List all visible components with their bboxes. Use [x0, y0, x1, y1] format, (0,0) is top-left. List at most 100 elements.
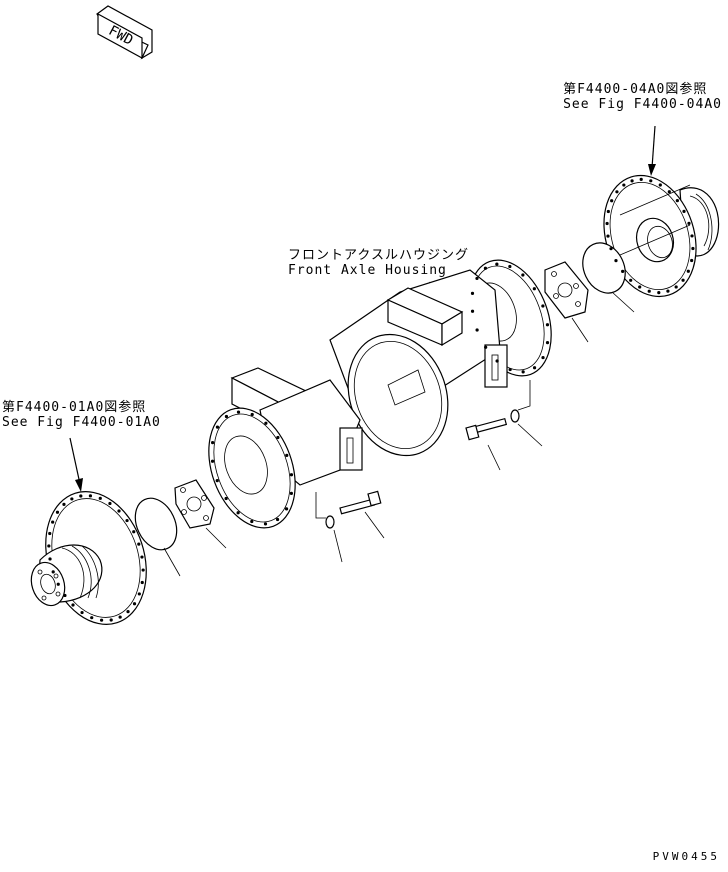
bolt-hole: [675, 199, 679, 203]
left-gasket-leader: [205, 527, 227, 549]
bolt-hole: [609, 247, 613, 251]
bolt-hole: [117, 509, 121, 513]
ref-left-en: See Fig F4400-01A0: [2, 415, 161, 430]
bolt-hole: [691, 246, 695, 251]
bolt-hole: [521, 273, 525, 277]
bolt-hole: [508, 367, 512, 372]
bolt-hole: [690, 234, 694, 238]
bolt-hole: [690, 258, 694, 263]
bolt-hole: [629, 278, 633, 282]
bolt-hole: [126, 609, 130, 614]
bolt-hole: [667, 190, 671, 194]
right-hub: [603, 174, 720, 298]
bolt-hole: [470, 291, 475, 295]
ref-right-label: 第F4400-04A0図参照 See Fig F4400-04A0: [563, 82, 722, 112]
bolt-hole: [621, 269, 625, 273]
right-o-ring-leader: [611, 291, 635, 313]
bolt-hole: [90, 616, 94, 620]
bolt-hole: [508, 264, 512, 269]
housing-en: Front Axle Housing: [288, 263, 447, 278]
fwd-arrow-icon: FWD: [96, 5, 153, 60]
ref-right-leader: [651, 125, 656, 169]
bolt-hole: [681, 278, 685, 282]
bolt-hole: [108, 501, 112, 506]
bolt-hole: [79, 494, 83, 498]
bolt-hole: [62, 502, 66, 507]
bolt-hole: [610, 199, 614, 203]
ref-left-jp: 第F4400-01A0図参照: [2, 400, 147, 415]
left-washer-guide: [315, 492, 326, 519]
bolt-hole: [63, 593, 67, 598]
bolt-hole: [686, 269, 690, 273]
bolt-hole: [470, 309, 475, 313]
bolt-hole: [47, 544, 51, 548]
ref-right-jp: 第F4400-04A0図参照: [563, 82, 708, 97]
bolt-hole: [687, 221, 691, 225]
bolt-hole: [639, 177, 643, 182]
bolt-hole: [51, 570, 55, 574]
bolt-hole: [51, 520, 55, 524]
ref-right-en: See Fig F4400-04A0: [563, 97, 722, 112]
right-washer-guide: [517, 380, 531, 411]
left-bolt: [339, 490, 382, 515]
bolt-hole: [211, 441, 215, 445]
right-gasket: [544, 261, 589, 319]
bolt-hole: [88, 494, 93, 498]
axle-housing: [208, 259, 552, 529]
bolt-hole: [140, 580, 144, 585]
bolt-hole: [657, 290, 661, 295]
bolt-hole: [71, 603, 75, 607]
left-o-ring-leader: [163, 547, 181, 577]
right-washer-leader: [517, 423, 543, 447]
left-washer: [325, 515, 335, 529]
bolt-hole: [80, 610, 84, 615]
bolt-hole: [541, 355, 545, 360]
bolt-hole: [132, 530, 136, 534]
bolt-hole: [521, 370, 525, 374]
bolt-hole: [263, 522, 268, 526]
bolt-hole: [674, 285, 678, 289]
bolt-hole: [125, 518, 129, 523]
bolt-hole: [545, 341, 550, 345]
bolt-hole: [275, 517, 280, 522]
bolt-hole: [55, 510, 60, 514]
housing-jp: フロントアクスルハウジング: [288, 248, 469, 263]
bolt-hole: [484, 345, 488, 349]
bolt-hole: [48, 531, 52, 536]
bolt-hole: [605, 221, 609, 226]
left-washer-leader: [333, 529, 343, 563]
bolt-hole: [475, 328, 479, 332]
left-o-ring: [134, 497, 178, 551]
bolt-hole: [614, 259, 618, 263]
bolt-hole: [224, 414, 229, 419]
bolt-hole: [285, 453, 289, 457]
bolt-hole: [137, 542, 141, 546]
left-gasket: [174, 479, 215, 529]
bolt-hole: [215, 479, 219, 483]
flange-bolt-holes: [47, 177, 695, 622]
right-o-ring: [582, 242, 626, 294]
bolt-hole: [210, 459, 215, 463]
bolt-hole: [289, 473, 294, 477]
ref-right-arrowhead: [648, 164, 656, 176]
bolt-hole: [545, 323, 550, 327]
ref-left-arrowhead: [75, 478, 83, 492]
bolt-hole: [606, 234, 610, 238]
right-bolt-leader: [487, 444, 501, 471]
bolt-hole: [250, 412, 254, 417]
bolt-hole: [132, 602, 137, 606]
bolt-hole: [638, 285, 642, 289]
left-bolt-leader: [364, 511, 385, 539]
bolt-hole: [236, 511, 240, 515]
bolt-hole: [99, 618, 104, 622]
bolt-hole: [666, 289, 670, 293]
right-gasket-leader: [571, 317, 589, 343]
bolt-hole: [98, 496, 102, 500]
right-washer: [510, 409, 520, 423]
bolt-hole: [224, 496, 228, 501]
bolt-hole: [250, 519, 254, 524]
bolt-hole: [236, 410, 241, 414]
ref-left-label: 第F4400-01A0図参照 See Fig F4400-01A0: [2, 400, 161, 430]
bolt-hole: [284, 507, 289, 511]
bolt-hole: [532, 287, 536, 291]
